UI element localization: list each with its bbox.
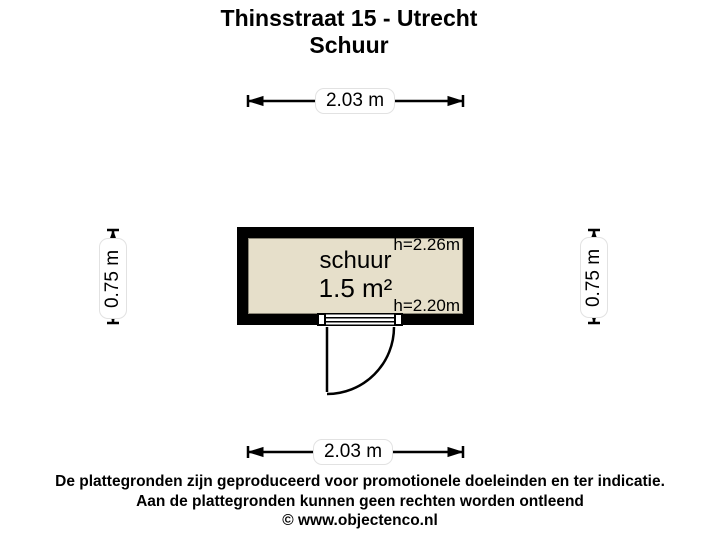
dimension-value: 2.03 m	[323, 441, 383, 462]
dimension-value: 2.03 m	[325, 90, 385, 111]
door-post-left	[317, 313, 326, 326]
dimension-value: 0.75 m	[102, 249, 123, 308]
room-floor: h=2.26m schuur 1.5 m² h=2.20m	[248, 235, 463, 315]
page-subtitle: Schuur	[309, 32, 389, 58]
door-threshold	[317, 313, 403, 326]
footer-disclaimer: De plattegronden zijn geproduceerd voor …	[0, 472, 720, 531]
door-swing-icon	[325, 326, 396, 396]
disclaimer-line-2: Aan de plattegronden kunnen geen rechten…	[136, 492, 584, 510]
dimension-value: 0.75 m	[583, 248, 604, 307]
arrowhead-right-icon	[447, 446, 464, 458]
door-swing-arc	[326, 326, 396, 396]
arrowhead-right-icon	[447, 95, 464, 107]
room-area-label: 1.5 m²	[318, 273, 393, 303]
dimension-label-top: 2.03 m	[315, 88, 395, 114]
page-title: Thinsstraat 15 - Utrecht	[220, 5, 478, 31]
dimension-label-left: 0.75 m	[99, 238, 127, 319]
arrowhead-left-icon	[247, 446, 264, 458]
ceiling-height-bottom-label: h=2.20m	[393, 296, 460, 315]
door-post-right	[394, 313, 403, 326]
room-name-label: schuur	[319, 247, 392, 274]
copyright-line: © www.objectenco.nl	[282, 512, 438, 529]
dimension-label-right: 0.75 m	[580, 237, 608, 318]
room-walls: h=2.26m schuur 1.5 m² h=2.20m	[237, 227, 474, 325]
disclaimer-line-1: De plattegronden zijn geproduceerd voor …	[55, 473, 665, 490]
ceiling-height-top-label: h=2.26m	[393, 235, 460, 254]
arrowhead-left-icon	[247, 95, 264, 107]
dimension-label-bottom: 2.03 m	[313, 439, 393, 465]
door-sill-hatching	[325, 313, 395, 326]
title-block: Thinsstraat 15 - Utrecht Schuur	[0, 5, 698, 59]
